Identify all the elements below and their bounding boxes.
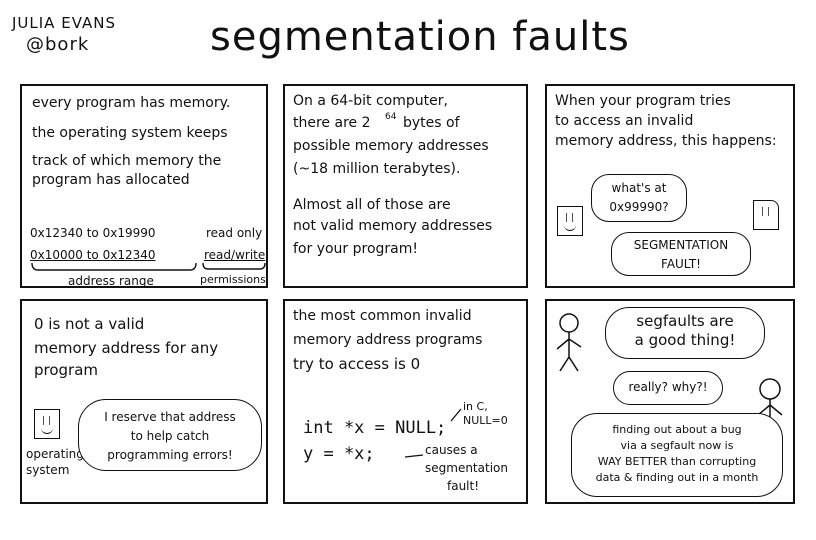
p3-question-bubble: what's at 0x99990? <box>591 174 687 222</box>
page-title: segmentation faults <box>210 14 630 60</box>
p1-row2-perm: read/write <box>204 248 266 262</box>
p4-line-2: memory address for any <box>34 339 219 357</box>
p1-line-1: every program has memory. <box>32 95 231 111</box>
panel-64bit: On a 64-bit computer, there are 2 64 byt… <box>283 84 528 288</box>
p5-note-seg-2: segmentation <box>425 461 508 475</box>
p3-a-line-1: SEGMENTATION <box>633 238 729 252</box>
p2-line-4: (~18 million terabytes). <box>293 161 461 177</box>
p6-b3-line-2: via a segfault now is <box>620 439 734 452</box>
p6-bubble-3: finding out about a bug via a segfault n… <box>571 413 783 497</box>
p1-line-3: track of which memory the <box>32 153 222 169</box>
p1-perm-label: permissions <box>200 273 266 286</box>
p4-os-label-1: operating <box>26 447 84 461</box>
p5-line-2: memory address programs <box>293 332 483 348</box>
p6-b1-line-2: a good thing! <box>634 331 736 349</box>
p5-note-c-1: in C, <box>463 400 488 413</box>
p1-brackets <box>31 262 266 271</box>
p4-b-line-2: to help catch <box>130 429 210 443</box>
p3-q-line-2: 0x99990? <box>609 200 669 214</box>
author-handle: @bork <box>26 34 90 55</box>
p2-line-6: not valid memory addresses <box>293 218 493 234</box>
p4-line-1: 0 is not a valid <box>34 315 145 333</box>
p3-a-line-2: FAULT! <box>661 257 701 271</box>
p6-bubble-1: segfaults are a good thing! <box>605 307 765 359</box>
p2-line-7: for your program! <box>293 241 419 257</box>
p3-q-line-1: what's at <box>611 181 667 195</box>
p4-bubble: I reserve that address to help catch pro… <box>78 399 262 471</box>
p6-b3-line-1: finding out about a bug <box>612 423 742 436</box>
p3-line-1: When your program tries <box>555 93 731 109</box>
p2-line-1: On a 64-bit computer, <box>293 93 448 109</box>
p2-superscript: 64 <box>385 112 397 122</box>
panel-zero: 0 is not a valid memory address for any … <box>20 299 268 504</box>
p2-line-5: Almost all of those are <box>293 197 451 213</box>
p1-row1-perm: read only <box>206 226 263 240</box>
p5-line-1: the most common invalid <box>293 308 472 324</box>
p1-row1-range: 0x12340 to 0x19990 <box>30 226 156 240</box>
p6-bubble-2: really? why?! <box>613 371 723 405</box>
p1-line-2: the operating system keeps <box>32 125 228 141</box>
p4-b-line-3: programming errors! <box>107 448 233 462</box>
p3-line-3: memory address, this happens: <box>555 133 777 149</box>
author-name-text: JULIA EVANS <box>12 14 116 32</box>
os-face-icon: || <box>34 409 60 439</box>
program-face-icon: || <box>557 206 583 236</box>
p2-line-3: possible memory addresses <box>293 138 489 154</box>
p5-code-1: int *x = NULL; <box>303 418 447 438</box>
author-name: JULIA EVANS @bork <box>12 12 116 56</box>
p5-note-seg-3: fault! <box>447 479 480 493</box>
p2-line-2b: bytes of <box>403 115 460 131</box>
p4-b-line-1: I reserve that address <box>104 410 236 424</box>
p2-line-2: there are 2 <box>293 115 371 131</box>
p6-b1-line-1: segfaults are <box>636 312 734 330</box>
p5-code-2: y = *x; <box>303 444 375 464</box>
p4-line-3: program <box>34 361 99 379</box>
panel-memory-intro: every program has memory. the operating … <box>20 84 268 288</box>
p1-range-label: address range <box>68 274 154 288</box>
p6-b2-line: really? why?! <box>628 380 708 394</box>
p4-os-label-2: system <box>26 463 70 477</box>
p6-b3-line-4: data & finding out in a month <box>595 471 759 484</box>
p5-line-3: try to access is 0 <box>293 355 421 373</box>
panel-good-thing: segfaults are a good thing! really? why?… <box>545 299 795 504</box>
p5-arrows <box>404 408 462 458</box>
p5-note-seg-1: causes a <box>425 443 478 457</box>
p6-b3-line-3: WAY BETTER than corrupting <box>597 455 757 468</box>
p3-segfault-bubble: SEGMENTATION FAULT! <box>611 232 751 276</box>
panel-null: the most common invalid memory address p… <box>283 299 528 504</box>
os-face-icon: || <box>753 200 779 230</box>
p1-row2-range: 0x10000 to 0x12340 <box>30 248 156 262</box>
p3-line-2: to access an invalid <box>555 113 694 129</box>
stick-figures <box>556 313 783 442</box>
p5-note-c-2: NULL=0 <box>463 414 508 427</box>
p1-line-4: program has allocated <box>32 172 190 188</box>
panel-what-happens: When your program tries to access an inv… <box>545 84 795 288</box>
